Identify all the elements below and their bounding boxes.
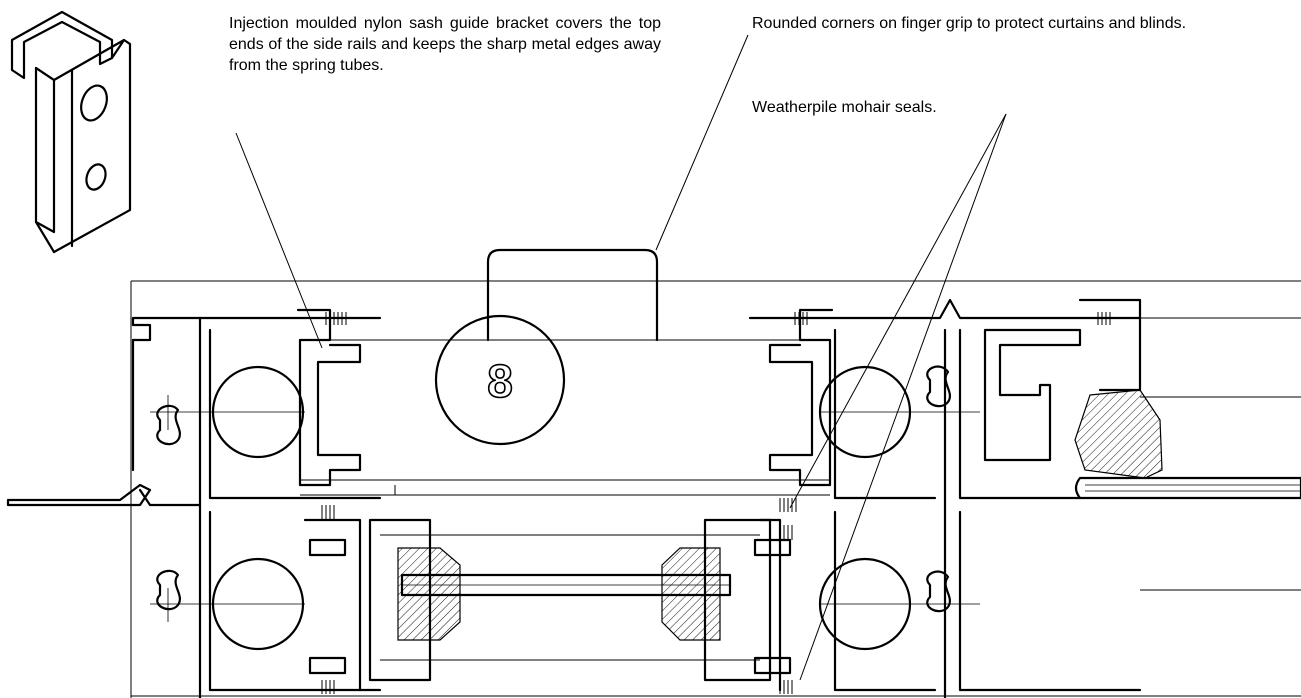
- left-nylon-bracket: [296, 308, 396, 496]
- bracket-caption: Injection moulded nylon sash guide brack…: [229, 15, 661, 74]
- callout-number: 8: [487, 355, 513, 407]
- finger-grip-leader: [655, 34, 749, 251]
- sash-guide-bracket-illustration: [10, 10, 132, 254]
- left-jamb-profile: [6, 316, 382, 698]
- right-jamb-profile: [748, 298, 1301, 698]
- seals-leader-2: [799, 113, 1007, 681]
- centre-sash: [303, 518, 792, 692]
- finger-grip: 8: [300, 248, 830, 496]
- outer-frame: [130, 280, 1301, 698]
- seals-leader-1: [789, 113, 1007, 509]
- bracket-leader: [235, 132, 323, 349]
- seals-caption: Weatherpile mohair seals.: [752, 99, 937, 116]
- leader-lines: [235, 34, 1007, 681]
- finger-grip-caption: Rounded corners on finger grip to protec…: [752, 15, 1187, 32]
- right-nylon-bracket: [768, 308, 834, 487]
